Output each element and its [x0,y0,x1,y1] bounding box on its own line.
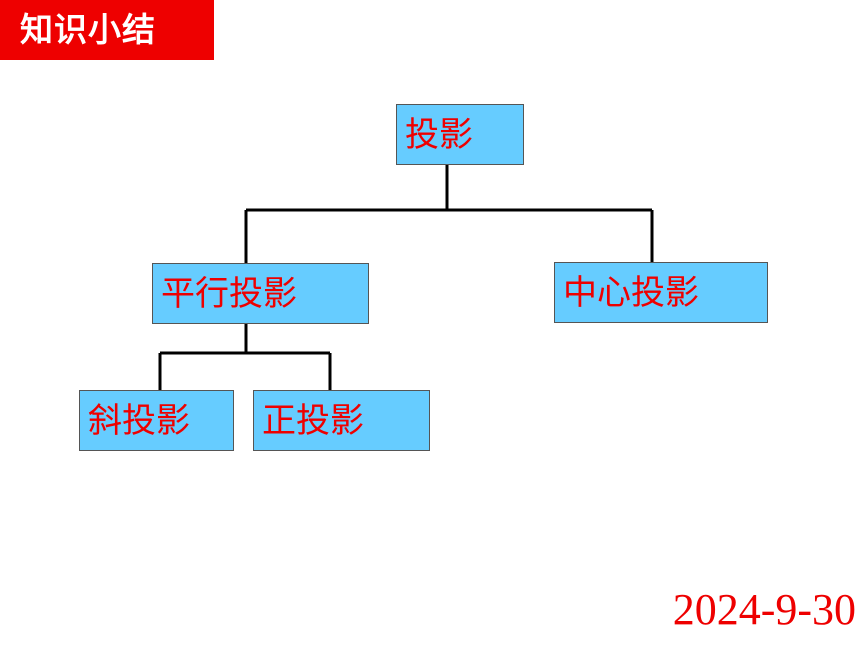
slide-date: 2024-9-30 [672,585,856,634]
slide-title: 知识小结 [0,0,214,60]
node-projection: 投影 [396,104,524,165]
node-parallel-projection: 平行投影 [152,263,369,324]
node-orthographic-projection: 正投影 [253,390,430,451]
node-central-projection: 中心投影 [554,262,768,323]
node-oblique-projection: 斜投影 [79,390,234,451]
